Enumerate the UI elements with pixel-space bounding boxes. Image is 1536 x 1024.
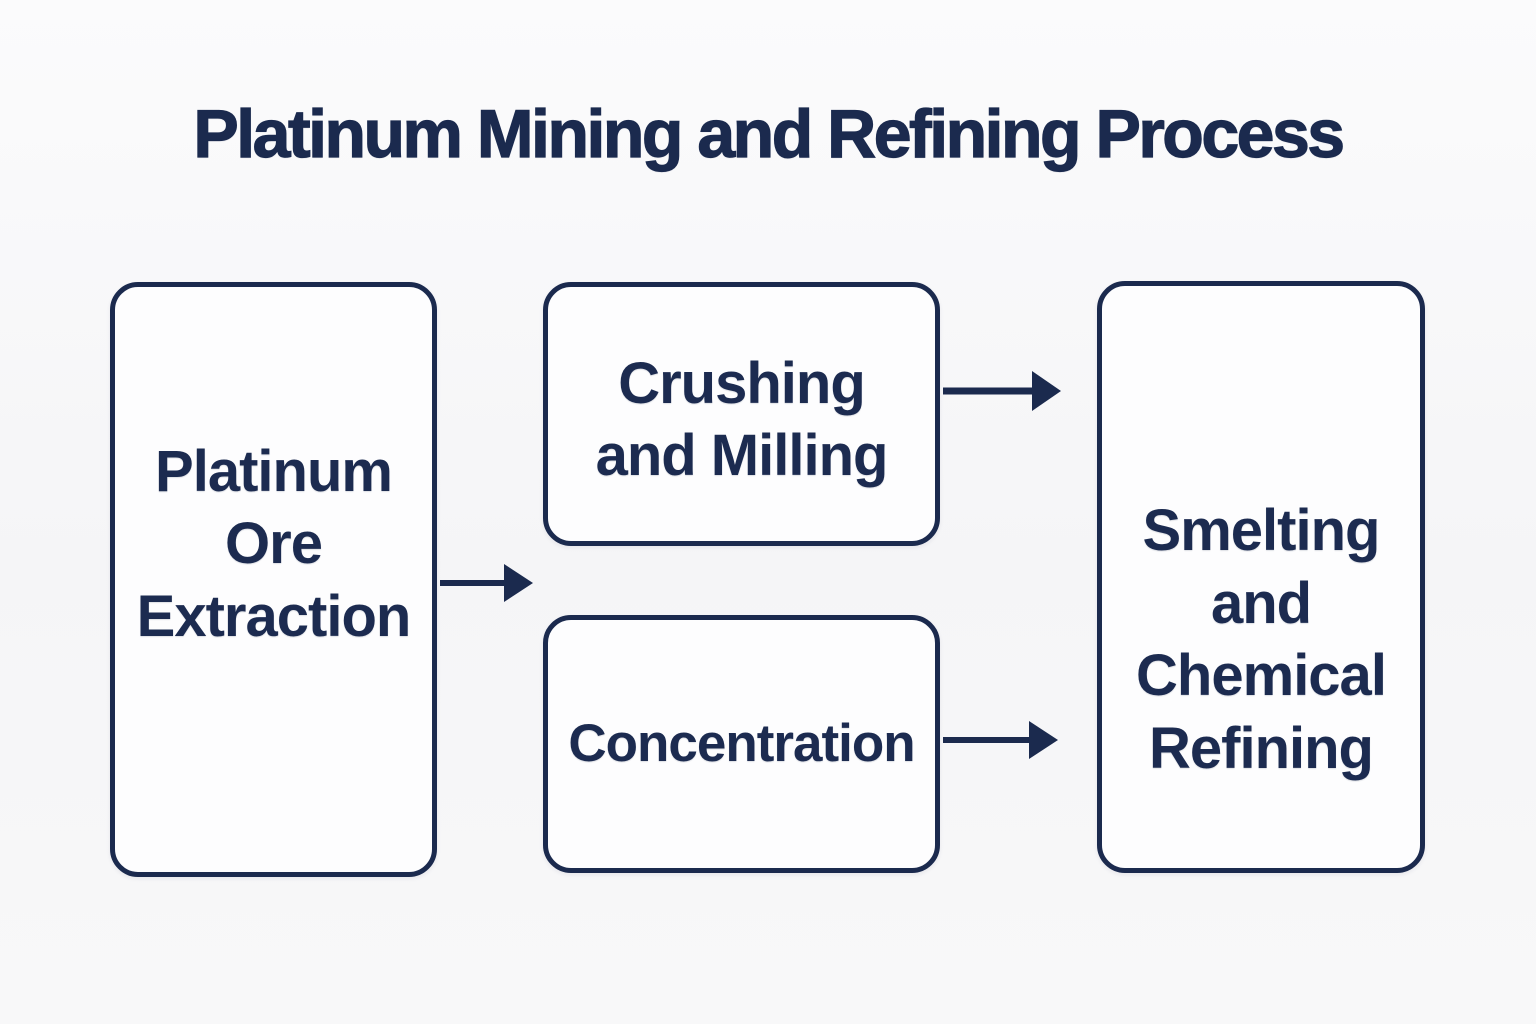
node-concentration: Concentration <box>543 615 940 873</box>
node-label-line: Concentration <box>568 713 915 773</box>
node-crushing-and-milling: Crushing and Milling <box>543 282 940 546</box>
arrow-crushing-to-smelting <box>943 371 1061 411</box>
arrow-concentration-to-smelting <box>943 721 1058 759</box>
node-label-line: and <box>1210 570 1312 636</box>
arrow-extraction-to-stages <box>440 564 533 602</box>
node-label-line: Crushing <box>618 350 866 416</box>
node-smelting-and-chemical-refining: Smelting and Chemical Refining <box>1097 281 1425 873</box>
node-label-line: and Milling <box>595 423 889 488</box>
diagram-title: Platinum Mining and Refining Process <box>193 96 1346 172</box>
node-label-line: Smelting <box>1142 498 1381 563</box>
node-label-line: Chemical <box>1136 643 1387 708</box>
node-label-line: Platinum <box>155 438 393 504</box>
node-label-line: Ore <box>225 511 323 577</box>
node-label-line: Extraction <box>136 583 412 649</box>
node-label-line: Refining <box>1149 715 1374 781</box>
node-platinum-ore-extraction: Platinum Ore Extraction <box>110 282 437 877</box>
